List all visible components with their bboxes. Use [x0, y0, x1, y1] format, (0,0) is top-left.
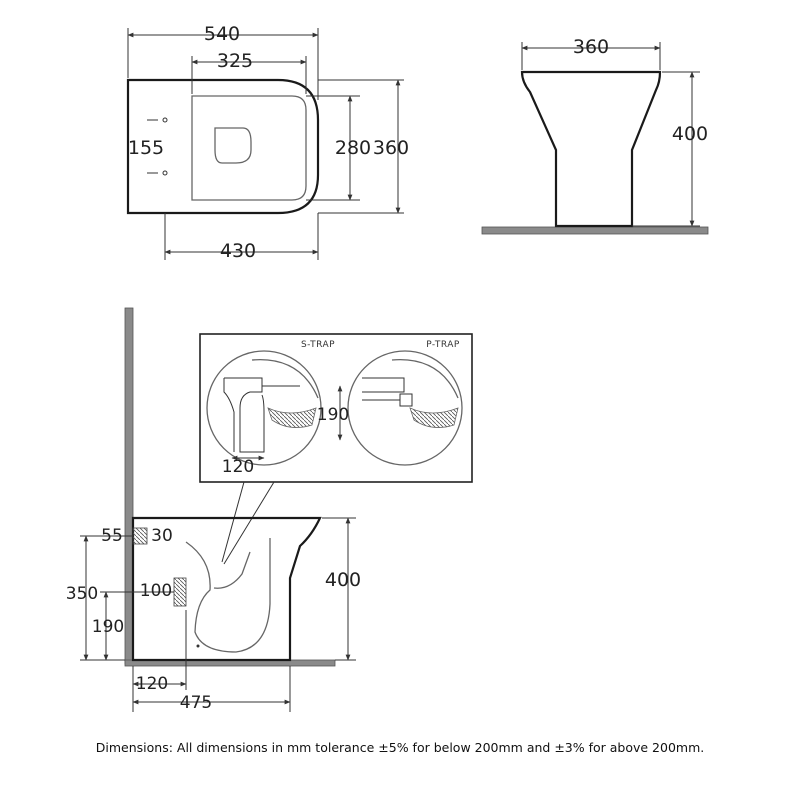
plan-seat-width-label: 325 — [217, 50, 253, 72]
side-overall-length-label: 475 — [180, 693, 212, 713]
outlet-connector — [173, 577, 187, 607]
front-outline — [520, 70, 662, 228]
side-overall-height-label: 400 — [325, 569, 361, 591]
side-view: 55 30 350 100 190 400 120 475 — [66, 307, 361, 713]
front-width-label: 360 — [573, 36, 609, 58]
trap-detail: S-TRAP P-TRAP 120 190 — [199, 333, 473, 565]
side-inlet-height-label: 350 — [66, 584, 98, 604]
plan-fixing-spacing-label: 155 — [128, 137, 164, 159]
plan-overall-depth-label: 360 — [373, 137, 409, 159]
side-wall-offset-label: 120 — [136, 674, 168, 694]
side-bowl — [185, 538, 271, 653]
front-floor — [481, 226, 709, 235]
plan-bowl-opening — [214, 127, 252, 164]
fixing-holes — [147, 117, 168, 176]
side-outlet-size-label: 100 — [140, 581, 172, 601]
plan-outline — [126, 78, 320, 215]
p-trap-pipe — [362, 377, 405, 393]
side-wall — [124, 307, 134, 665]
inlet-connector — [132, 527, 148, 545]
p-trap-dim-label: 190 — [317, 405, 349, 425]
side-outlet-height-label: 190 — [92, 617, 124, 637]
plan-seat-outline — [191, 95, 307, 201]
dimensions-footnote: Dimensions: All dimensions in mm toleran… — [95, 740, 705, 755]
front-height-label: 400 — [672, 123, 708, 145]
side-outline — [131, 516, 322, 662]
plan-overall-width-label: 540 — [204, 23, 240, 45]
plan-base-width-label: 430 — [220, 240, 256, 262]
s-trap-pipe — [224, 377, 265, 453]
s-trap-label: S-TRAP — [301, 340, 335, 350]
plan-inner-depth-label: 280 — [335, 137, 371, 159]
plan-view: 540 325 155 280 360 430 — [126, 23, 409, 262]
side-top-offset-label: 55 — [101, 526, 123, 546]
s-trap-dim-label: 120 — [222, 457, 254, 477]
front-view: 360 400 — [481, 36, 709, 235]
side-inlet-size-label: 30 — [151, 526, 173, 546]
p-trap-label: P-TRAP — [426, 340, 460, 350]
p-trap-circle — [347, 350, 463, 466]
s-trap-circle — [206, 350, 322, 466]
